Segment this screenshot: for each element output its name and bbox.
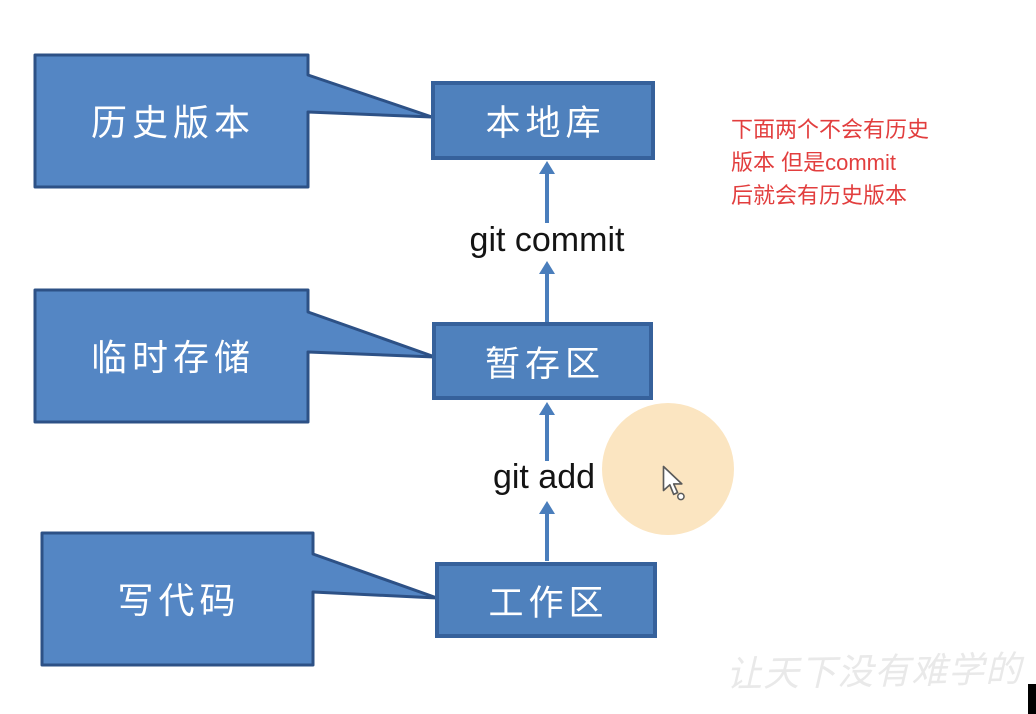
arrow-up-icon — [539, 161, 555, 174]
annotation-note: 下面两个不会有历史 版本 但是commit 后就会有历史版本 — [731, 113, 971, 212]
callout-label-temp-storage: 临时存储 — [90, 338, 255, 378]
callout-label-history: 历史版本 — [90, 103, 255, 143]
node-working-dir: 工作区 — [435, 562, 657, 638]
arrow-add-upper — [539, 402, 555, 461]
callout-shape-write-code — [40, 531, 439, 667]
node-staging-area: 暂存区 — [432, 322, 653, 400]
annotation-line: 版本 但是commit — [731, 150, 897, 175]
annotation-line: 后就会有历史版本 — [731, 183, 908, 208]
highlight-circle — [602, 403, 734, 535]
mouse-cursor-icon — [662, 465, 685, 501]
arrow-commit-upper — [539, 161, 555, 223]
arrow-commit-lower — [539, 261, 555, 322]
edge-label-git-add: git add — [492, 458, 596, 496]
callout-shape-temp-storage — [33, 288, 437, 424]
callout-label-write-code: 写代码 — [117, 581, 241, 621]
annotation-line: 下面两个不会有历史 — [731, 117, 930, 142]
arrow-up-icon — [539, 261, 555, 274]
edge-artifact-bar — [1028, 684, 1036, 714]
watermark-text: 让天下没有难学的 — [725, 649, 1023, 696]
arrow-add-lower — [539, 501, 555, 561]
callout-shape-history — [33, 53, 434, 189]
edge-label-git-commit: git commit — [469, 221, 625, 259]
arrow-up-icon — [539, 501, 555, 514]
arrow-up-icon — [539, 402, 555, 415]
node-local-repo: 本地库 — [431, 81, 655, 160]
